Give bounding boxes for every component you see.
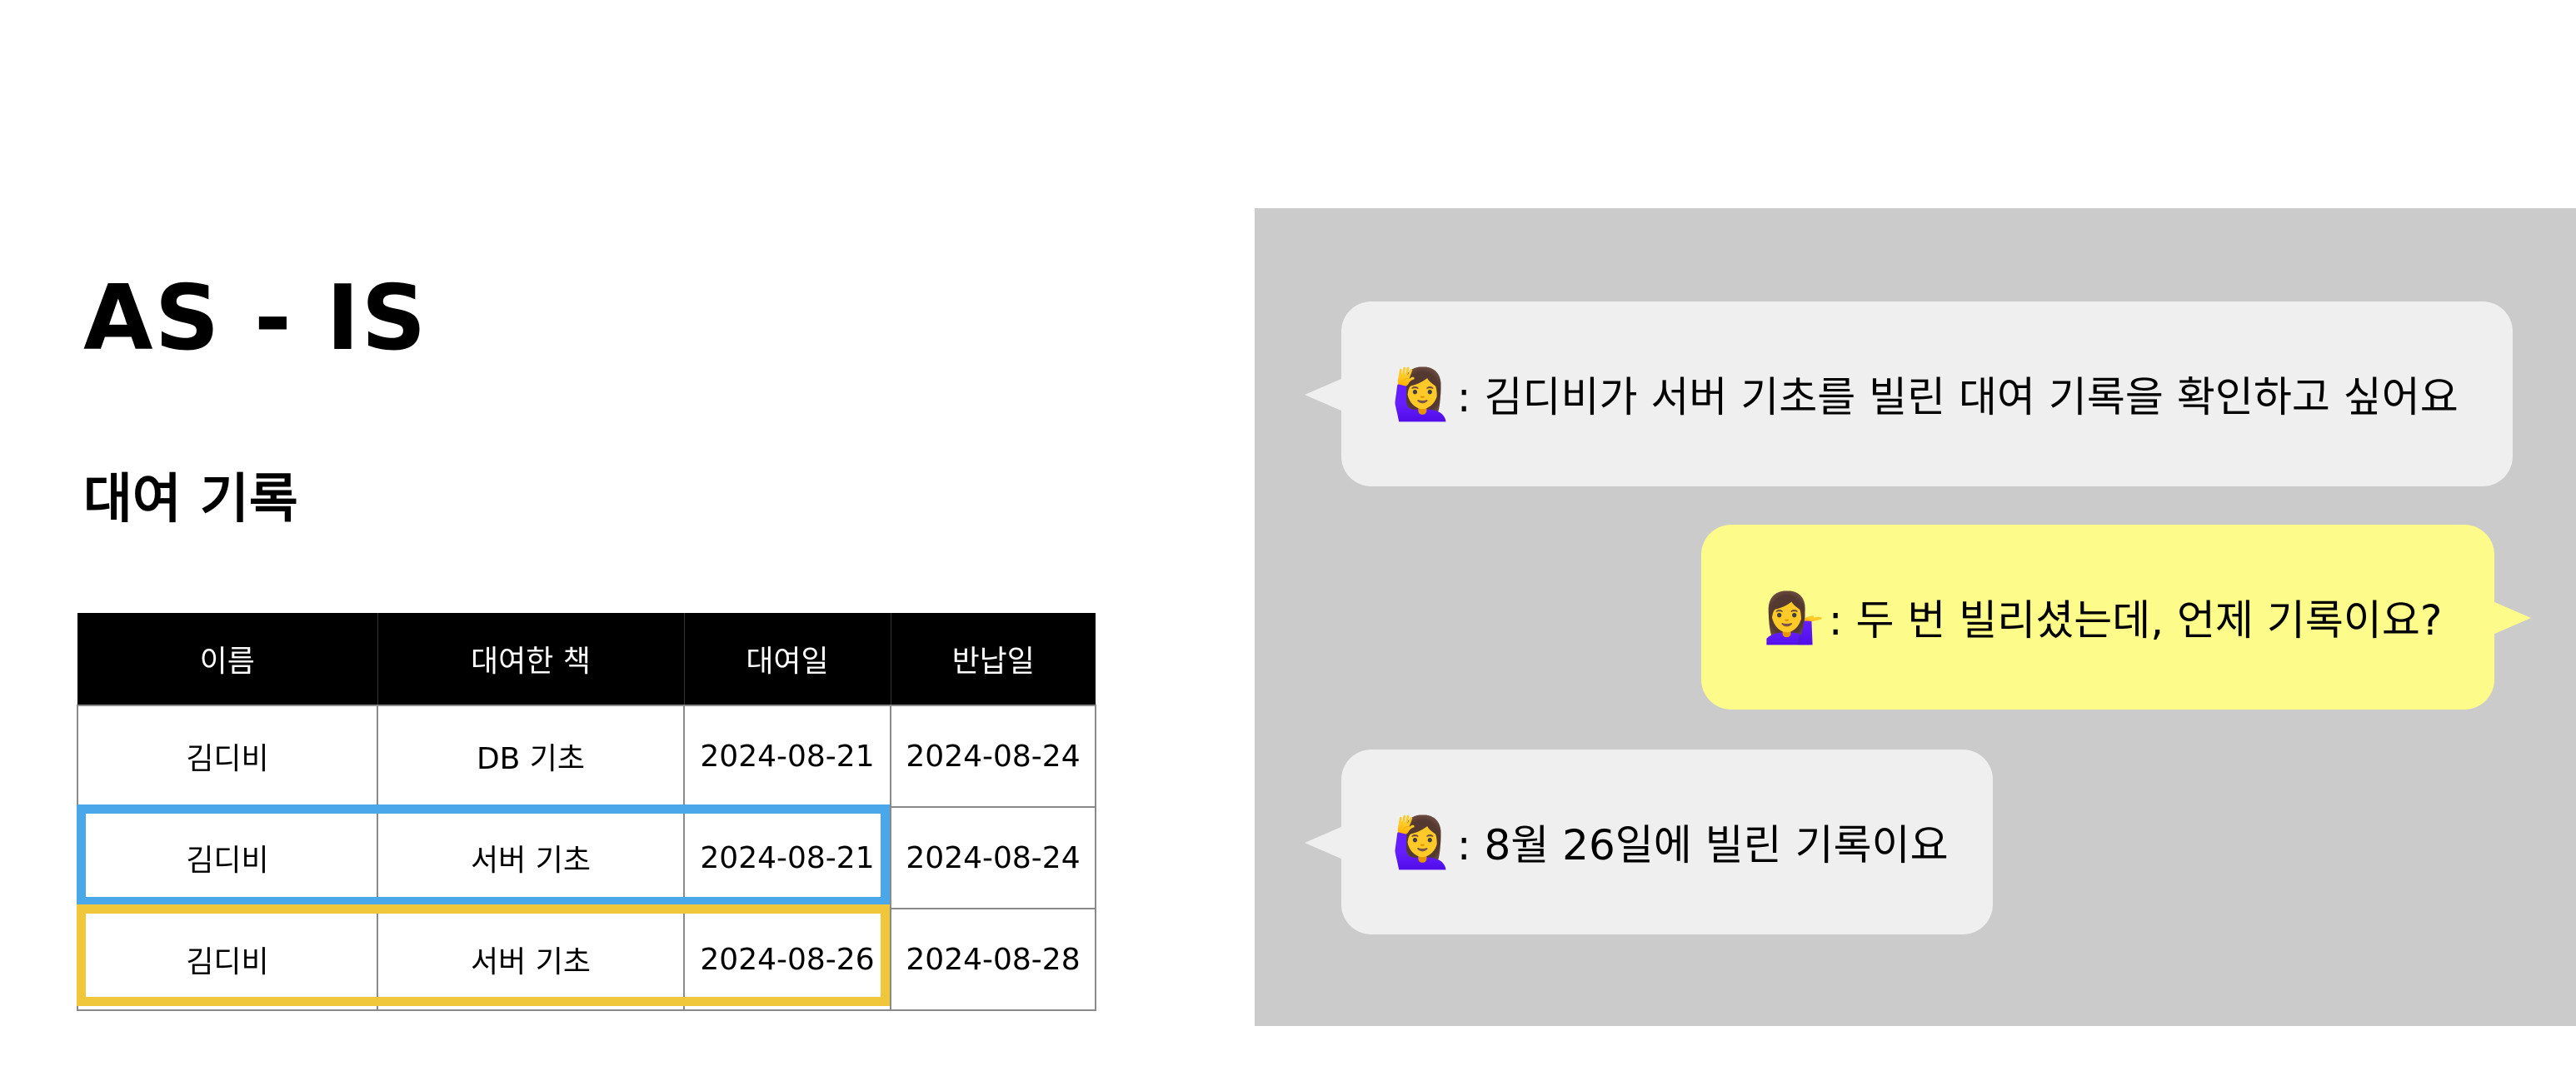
chat-message-text: : 두 번 빌리셨는데, 언제 기록이요? bbox=[1828, 596, 2443, 645]
table-row: 김디비 서버 기초 2024-08-26 2024-08-28 bbox=[77, 908, 1096, 1011]
table-cell: 2024-08-28 bbox=[890, 908, 1096, 1011]
chat-bubble-answer: 🙋‍♀️ : 8월 26일에 빌린 기록이요 bbox=[1305, 750, 1993, 934]
table-row: 김디비 DB 기초 2024-08-21 2024-08-24 bbox=[77, 705, 1096, 808]
woman-tipping-hand-icon: 💁‍♀️ bbox=[1763, 588, 1825, 647]
header-name: 이름 bbox=[77, 613, 378, 705]
section-title: 대여 기록 bbox=[83, 469, 298, 531]
chat-message-text: : 김디비가 서버 기초를 빌린 대여 기록을 확인하고 싶어요 bbox=[1456, 373, 2459, 421]
table-cell: 김디비 bbox=[77, 806, 378, 909]
table-cell: 2024-08-21 bbox=[683, 806, 891, 909]
table-cell: DB 기초 bbox=[377, 705, 685, 808]
table-cell: 김디비 bbox=[77, 705, 378, 808]
table-cell: 2024-08-24 bbox=[890, 705, 1096, 808]
chat-bubble-reply: 💁‍♀️ : 두 번 빌리셨는데, 언제 기록이요? bbox=[1701, 525, 2531, 710]
table-cell: 2024-08-24 bbox=[890, 806, 1096, 909]
table-header-row: 이름 대여한 책 대여일 반납일 bbox=[77, 613, 1096, 705]
header-return-date: 반납일 bbox=[891, 613, 1096, 705]
table-row: 김디비 서버 기초 2024-08-21 2024-08-24 bbox=[77, 806, 1096, 909]
chat-bubble-question: 🙋‍♀️ : 김디비가 서버 기초를 빌린 대여 기록을 확인하고 싶어요 bbox=[1305, 301, 2513, 486]
woman-raising-hand-icon: 🙋‍♀️ bbox=[1391, 813, 1454, 872]
table-cell: 서버 기초 bbox=[377, 806, 685, 909]
rental-records-table: 이름 대여한 책 대여일 반납일 김디비 DB 기초 2024-08-21 20… bbox=[77, 613, 1096, 1011]
table-cell: 2024-08-26 bbox=[683, 908, 891, 1011]
rental-records-table-wrapper: 이름 대여한 책 대여일 반납일 김디비 DB 기초 2024-08-21 20… bbox=[77, 613, 1096, 1011]
header-rental-date: 대여일 bbox=[684, 613, 891, 705]
table-cell: 김디비 bbox=[77, 908, 378, 1011]
chat-message-text: : 8월 26일에 빌린 기록이요 bbox=[1456, 821, 1949, 869]
table-cell: 서버 기초 bbox=[377, 908, 685, 1011]
page-title: AS - IS bbox=[83, 267, 428, 371]
header-book: 대여한 책 bbox=[377, 613, 685, 705]
table-cell: 2024-08-21 bbox=[683, 705, 891, 808]
woman-raising-hand-icon: 🙋‍♀️ bbox=[1391, 365, 1454, 424]
chat-panel: 🙋‍♀️ : 김디비가 서버 기초를 빌린 대여 기록을 확인하고 싶어요 💁‍… bbox=[1255, 208, 2576, 1026]
